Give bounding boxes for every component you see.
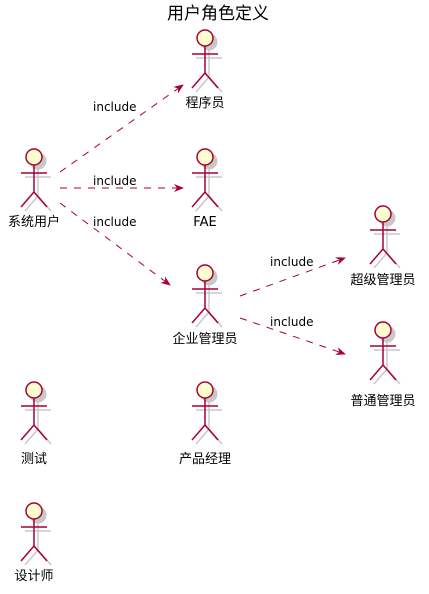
edges-layer: include include include include include <box>59 84 346 355</box>
actor-designer: 设计师 <box>14 502 54 584</box>
actor-programmer: 程序员 <box>185 29 225 111</box>
stick-figure-icon <box>191 148 223 212</box>
include-label: include <box>93 100 136 114</box>
actor-label: 超级管理员 <box>350 273 415 288</box>
actor-label: 普通管理员 <box>350 394 415 409</box>
actor-label: 系统用户 <box>8 214 60 230</box>
actor-enterprise-admin: 企业管理员 <box>172 264 238 347</box>
actor-label: 设计师 <box>14 569 53 584</box>
include-label: include <box>270 315 313 329</box>
actor-label: 产品经理 <box>179 452 231 467</box>
include-label: include <box>270 255 313 269</box>
actor-normal-admin: 普通管理员 <box>350 321 416 409</box>
actor-fae: FAE <box>191 148 223 230</box>
include-arrow <box>59 84 184 173</box>
include-label: include <box>93 174 136 188</box>
include-edge: include <box>59 84 184 173</box>
actor-label: 程序员 <box>185 96 224 111</box>
stick-figure-icon <box>20 148 52 212</box>
include-arrow <box>239 257 346 297</box>
actor-tester: 测试 <box>20 381 52 467</box>
stick-figure-icon <box>369 205 401 269</box>
stick-figure-icon <box>191 381 223 445</box>
actor-super-admin: 超级管理员 <box>350 205 416 288</box>
stick-figure-icon <box>20 502 52 566</box>
actor-label: 测试 <box>21 452 47 467</box>
diagram-title: 用户角色定义 <box>167 4 269 24</box>
actor-system-user: 系统用户 <box>8 148 60 230</box>
stick-figure-icon <box>20 381 52 445</box>
include-edge: include <box>239 255 346 297</box>
stick-figure-icon <box>369 321 401 385</box>
include-arrow <box>59 202 171 286</box>
include-arrow <box>239 317 346 355</box>
include-label: include <box>93 215 136 229</box>
actor-product-manager: 产品经理 <box>179 381 231 467</box>
actor-label: 企业管理员 <box>172 331 237 347</box>
stick-figure-icon <box>191 29 223 93</box>
include-edge: include <box>59 202 171 286</box>
include-edge: include <box>60 174 184 192</box>
stick-figure-icon <box>191 264 223 328</box>
include-edge: include <box>239 315 346 355</box>
actor-label: FAE <box>193 215 216 230</box>
